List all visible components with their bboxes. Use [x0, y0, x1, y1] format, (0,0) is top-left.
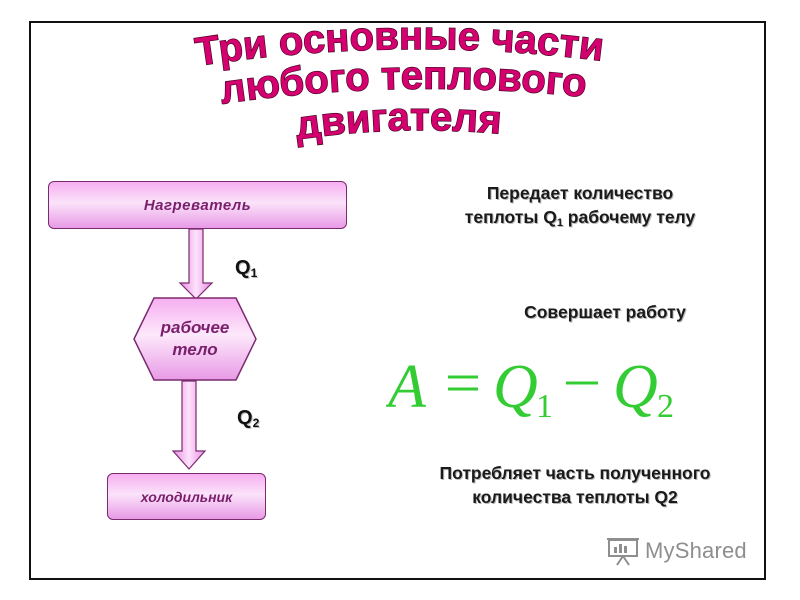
cooler-label: холодильник	[140, 488, 233, 505]
heater-description-line2: теплоты Q1 рабочему телу	[400, 205, 760, 235]
cooler-description-line1: Потребляет часть полученного	[439, 463, 711, 483]
heater-description-line2-pre: теплоты Q	[464, 207, 557, 227]
arrow-heater-to-body	[178, 228, 214, 300]
heater-description: Передает количество теплоты Q1 рабочему …	[400, 181, 760, 235]
q2-symbol: Q	[237, 407, 253, 429]
watermark: MyShared	[607, 536, 747, 566]
formula-q2: Q	[613, 353, 658, 421]
q2-subscript: 2	[252, 416, 260, 430]
work-description: Совершает работу	[524, 302, 686, 322]
formula-operators	[448, 375, 598, 391]
heater-description-line2-post: рабочему телу	[562, 207, 696, 227]
working-body-label-line2: тело	[172, 340, 218, 359]
presentation-board-icon	[607, 538, 639, 566]
heater-description-subscript: 1	[556, 217, 563, 229]
formula-q1: Q	[493, 353, 538, 421]
watermark-text: MyShared	[645, 538, 747, 563]
working-body-label-line1: рабочее	[160, 318, 230, 337]
formula-lhs: A	[386, 353, 427, 421]
q1-subscript: 1	[250, 266, 258, 280]
hexagon-shape	[133, 297, 257, 381]
cooler-description-line2: количества теплоты Q2	[472, 487, 678, 507]
slide-title: Три основные части любого теплового двиг…	[192, 13, 607, 148]
work-formula: A = − Q 1 Q 2	[386, 353, 674, 425]
formula-sub1: 1	[536, 388, 553, 425]
q1-label: Q1	[235, 257, 257, 280]
working-body-hexagon: рабочее тело	[133, 297, 257, 381]
heater-label: Нагреватель	[143, 196, 252, 214]
arrow-body-to-cooler	[171, 380, 207, 470]
cooler-description: Потребляет часть полученного количества …	[385, 461, 765, 509]
formula-sub2: 2	[657, 388, 674, 425]
q1-symbol: Q	[235, 257, 251, 279]
heater-box: Нагреватель	[48, 181, 347, 229]
heater-description-line1: Передает количество	[486, 183, 674, 203]
q2-label: Q2	[237, 407, 259, 430]
cooler-box: холодильник	[107, 473, 266, 520]
